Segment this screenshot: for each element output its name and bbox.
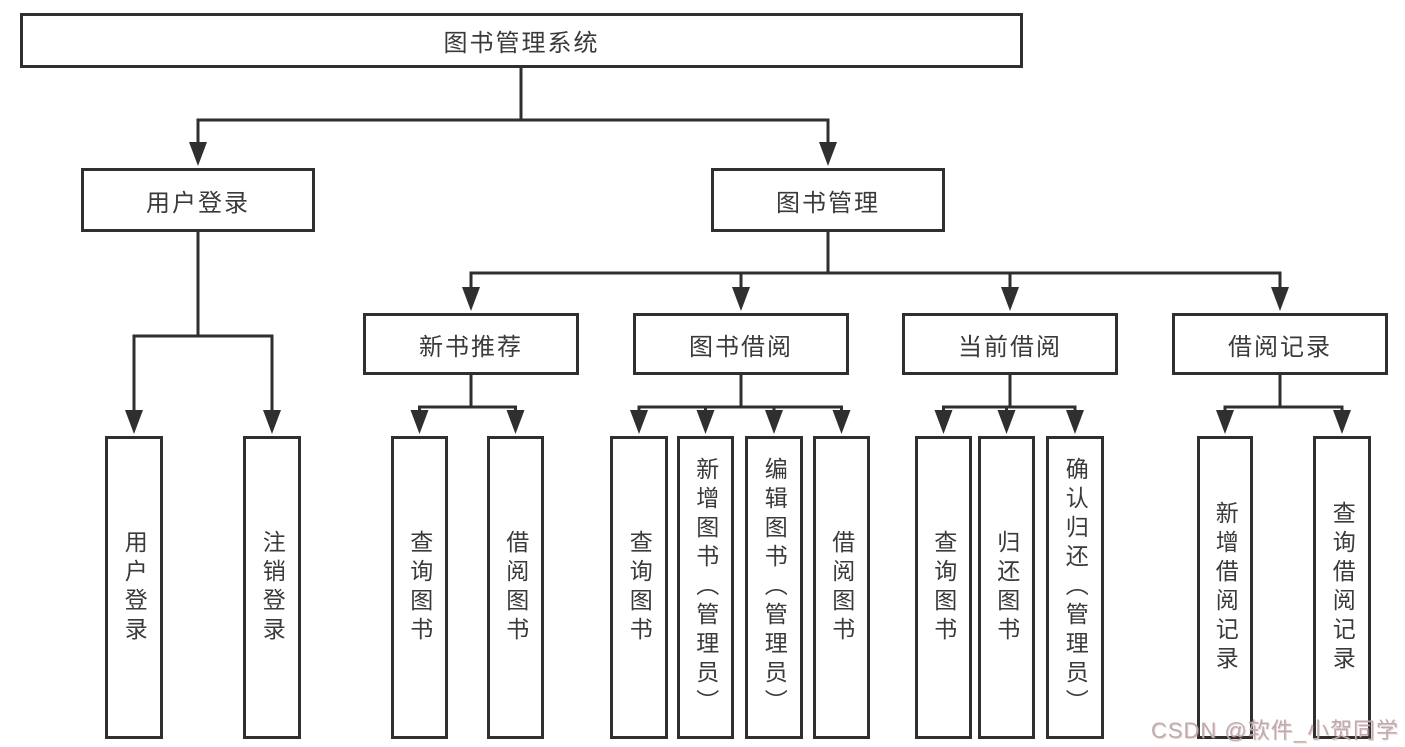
leaf-add-borrow-record: 新增借阅记录 <box>1197 436 1253 739</box>
csdn-watermark: CSDN @软件_小贺同学 <box>1150 718 1399 743</box>
leaf-borrow-books-1: 借阅图书 <box>487 436 544 739</box>
node-new-book-recommend: 新书推荐 <box>363 313 579 375</box>
arrowhead <box>410 410 429 434</box>
arrowhead <box>1066 410 1084 434</box>
leaf-borrow-books-2: 借阅图书 <box>813 436 870 739</box>
connector-book-borrow-children <box>630 375 851 434</box>
connector-root-to-level2 <box>189 68 837 166</box>
arrowhead <box>630 410 648 434</box>
arrowhead <box>934 410 953 434</box>
leaf-add-book-admin: 新增图书（管理员） <box>677 436 734 739</box>
arrowhead <box>1001 287 1019 311</box>
arrowhead <box>125 410 143 434</box>
arrowhead <box>263 410 281 434</box>
arrowhead <box>765 410 783 434</box>
arrowhead <box>462 287 480 311</box>
leaf-return-book: 归还图书 <box>978 436 1035 739</box>
node-current-borrow: 当前借阅 <box>902 313 1118 375</box>
arrowhead <box>506 410 525 434</box>
leaf-query-books-3: 查询图书 <box>915 436 972 739</box>
node-book-management: 图书管理 <box>711 168 945 232</box>
leaf-logout: 注销登录 <box>243 436 301 739</box>
arrowhead <box>1333 410 1351 434</box>
node-book-borrow: 图书借阅 <box>633 313 849 375</box>
arrowhead <box>189 142 207 166</box>
arrowhead <box>696 410 715 434</box>
arrowhead <box>997 410 1016 434</box>
node-root: 图书管理系统 <box>20 13 1023 68</box>
leaf-edit-book-admin: 编辑图书（管理员） <box>745 436 803 739</box>
connector-user-login-children <box>125 232 281 434</box>
arrowhead <box>1216 410 1234 434</box>
arrowhead <box>732 287 750 311</box>
leaf-user-login: 用户登录 <box>105 436 163 739</box>
connector-current-borrow-children <box>934 375 1084 434</box>
node-user-login: 用户登录 <box>81 168 315 232</box>
connector-borrow-records-children <box>1216 375 1351 434</box>
arrowhead <box>1271 287 1289 311</box>
connector-new-book-children <box>410 375 525 434</box>
leaf-confirm-return-admin: 确认归还（管理员） <box>1046 436 1104 739</box>
leaf-query-books-1: 查询图书 <box>391 436 448 739</box>
leaf-query-books-2: 查询图书 <box>610 436 668 739</box>
leaf-query-borrow-record: 查询借阅记录 <box>1313 436 1371 739</box>
node-borrow-records: 借阅记录 <box>1172 313 1388 375</box>
arrowhead <box>819 142 837 166</box>
arrowhead <box>832 410 851 434</box>
connector-book-management-children <box>462 232 1289 311</box>
